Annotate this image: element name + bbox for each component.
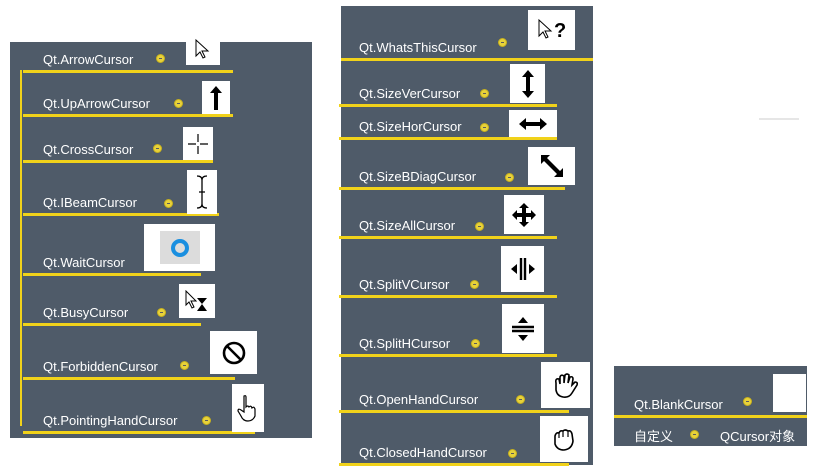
blank-cursor-icon bbox=[773, 374, 806, 412]
collapse-toggle-icon[interactable] bbox=[508, 449, 517, 458]
node-label: Qt.SizeVerCursor bbox=[359, 86, 461, 101]
collapse-toggle-icon[interactable] bbox=[471, 339, 480, 348]
node-label: Qt.IBeamCursor bbox=[43, 195, 137, 210]
node-label: Qt.UpArrowCursor bbox=[43, 96, 150, 111]
split-v-cursor-icon bbox=[501, 246, 544, 292]
node-underline bbox=[339, 463, 569, 466]
node-underline bbox=[23, 160, 213, 163]
collapse-toggle-icon[interactable] bbox=[164, 199, 173, 208]
node-ibeam-cursor[interactable]: Qt.IBeamCursor bbox=[23, 170, 239, 216]
node-size-all-cursor[interactable]: Qt.SizeAllCursor bbox=[339, 195, 577, 239]
right-cursor-panel: Qt.BlankCursor 自定义 QCursor对象 bbox=[614, 366, 807, 446]
collapse-toggle-icon[interactable] bbox=[157, 308, 166, 317]
node-split-h-cursor[interactable]: Qt.SplitHCursor bbox=[339, 304, 577, 357]
node-underline bbox=[339, 295, 557, 298]
node-up-arrow-cursor[interactable]: Qt.UpArrowCursor bbox=[23, 80, 253, 117]
collapse-toggle-icon[interactable] bbox=[505, 173, 514, 182]
busy-cursor-icon bbox=[179, 284, 215, 318]
node-closed-hand-cursor[interactable]: Qt.ClosedHandCursor bbox=[339, 415, 589, 466]
node-underline bbox=[339, 137, 557, 140]
node-label: Qt.SizeHorCursor bbox=[359, 119, 462, 134]
divider bbox=[759, 118, 799, 120]
collapse-toggle-icon[interactable] bbox=[516, 395, 525, 404]
node-label: Qt.WaitCursor bbox=[43, 255, 125, 270]
node-label: Qt.CrossCursor bbox=[43, 142, 134, 157]
node-label: Qt.SplitHCursor bbox=[359, 336, 451, 351]
collapse-toggle-icon[interactable] bbox=[202, 416, 211, 425]
node-blank-cursor[interactable]: Qt.BlankCursor bbox=[614, 366, 807, 418]
open-hand-cursor-icon bbox=[541, 362, 590, 408]
collapse-toggle-icon[interactable] bbox=[690, 430, 699, 439]
whats-this-cursor-icon: ? bbox=[528, 10, 575, 50]
ibeam-cursor-icon bbox=[187, 170, 217, 214]
pointing-hand-cursor-icon bbox=[232, 384, 264, 432]
node-size-bdiag-cursor[interactable]: Qt.SizeBDiagCursor bbox=[339, 143, 585, 190]
size-all-cursor-icon bbox=[504, 195, 544, 234]
node-underline bbox=[23, 213, 219, 216]
node-label: Qt.SizeBDiagCursor bbox=[359, 169, 477, 184]
node-underline bbox=[23, 70, 233, 73]
node-underline bbox=[23, 431, 255, 434]
svg-text:?: ? bbox=[554, 20, 566, 42]
left-cursor-panel: Qt.ArrowCursor Qt.UpArrowCursor Qt.Cross… bbox=[10, 32, 312, 438]
collapse-toggle-icon[interactable] bbox=[180, 361, 189, 370]
node-label: Qt.PointingHandCursor bbox=[43, 413, 178, 428]
node-busy-cursor[interactable]: Qt.BusyCursor bbox=[23, 282, 223, 326]
collapse-toggle-icon[interactable] bbox=[470, 280, 479, 289]
node-underline bbox=[339, 187, 565, 190]
collapse-toggle-icon[interactable] bbox=[498, 38, 507, 47]
node-underline bbox=[341, 58, 593, 61]
wait-spinner bbox=[159, 231, 200, 264]
collapse-toggle-icon[interactable] bbox=[156, 54, 165, 63]
cross-cursor-icon bbox=[183, 127, 213, 160]
node-forbidden-cursor[interactable]: Qt.ForbiddenCursor bbox=[23, 329, 257, 380]
node-underline bbox=[614, 415, 807, 418]
node-open-hand-cursor[interactable]: Qt.OpenHandCursor bbox=[339, 362, 590, 413]
size-bdiag-cursor-icon bbox=[528, 147, 575, 185]
node-label: Qt.ArrowCursor bbox=[43, 52, 134, 67]
node-whats-this-cursor[interactable]: Qt.WhatsThisCursor ? bbox=[341, 6, 593, 61]
node-label: Qt.BlankCursor bbox=[634, 397, 723, 412]
node-pointing-hand-cursor[interactable]: Qt.PointingHandCursor bbox=[23, 383, 275, 434]
split-h-cursor-icon bbox=[502, 304, 544, 353]
collapse-toggle-icon[interactable] bbox=[480, 123, 489, 132]
node-underline bbox=[339, 104, 557, 107]
node-size-hor-cursor[interactable]: Qt.SizeHorCursor bbox=[339, 109, 577, 140]
closed-hand-cursor-icon bbox=[540, 416, 588, 462]
collapse-toggle-icon[interactable] bbox=[475, 222, 484, 231]
middle-cursor-panel: Qt.WhatsThisCursor ? Qt.SizeVerCursor Qt… bbox=[339, 6, 593, 466]
node-label: Qt.SplitVCursor bbox=[359, 277, 450, 292]
size-hor-cursor-icon bbox=[509, 110, 557, 137]
node-label: Qt.OpenHandCursor bbox=[359, 392, 479, 407]
node-underline bbox=[339, 236, 557, 239]
node-underline bbox=[339, 354, 557, 357]
node-underline bbox=[23, 114, 233, 117]
size-ver-cursor-icon bbox=[510, 64, 545, 103]
node-underline bbox=[23, 273, 201, 276]
node-label: Qt.ClosedHandCursor bbox=[359, 445, 487, 460]
collapse-toggle-icon[interactable] bbox=[743, 397, 752, 406]
collapse-toggle-icon[interactable] bbox=[174, 99, 183, 108]
node-underline bbox=[23, 323, 201, 326]
node-size-ver-cursor[interactable]: Qt.SizeVerCursor bbox=[339, 64, 577, 107]
node-label: Qt.SizeAllCursor bbox=[359, 218, 456, 233]
node-cross-cursor[interactable]: Qt.CrossCursor bbox=[23, 127, 233, 163]
custom-label: 自定义 bbox=[634, 429, 674, 444]
node-arrow-cursor[interactable]: Qt.ArrowCursor bbox=[23, 32, 253, 73]
node-label: Qt.ForbiddenCursor bbox=[43, 359, 158, 374]
node-underline bbox=[23, 377, 235, 380]
node-wait-cursor[interactable]: Qt.WaitCursor bbox=[23, 224, 223, 276]
forbidden-cursor-icon bbox=[210, 331, 257, 374]
node-label: Qt.BusyCursor bbox=[43, 305, 129, 320]
up-arrow-cursor-icon bbox=[202, 81, 230, 114]
node-underline bbox=[339, 410, 569, 413]
wait-cursor-icon bbox=[144, 224, 215, 271]
collapse-toggle-icon[interactable] bbox=[153, 144, 162, 153]
left-tree-spine bbox=[20, 70, 22, 426]
node-split-v-cursor[interactable]: Qt.SplitVCursor bbox=[339, 245, 577, 298]
qcursor-object-label: QCursor对象 bbox=[720, 429, 796, 444]
arrow-cursor-icon bbox=[186, 32, 220, 65]
collapse-toggle-icon[interactable] bbox=[480, 89, 489, 98]
node-label: Qt.WhatsThisCursor bbox=[359, 40, 477, 55]
